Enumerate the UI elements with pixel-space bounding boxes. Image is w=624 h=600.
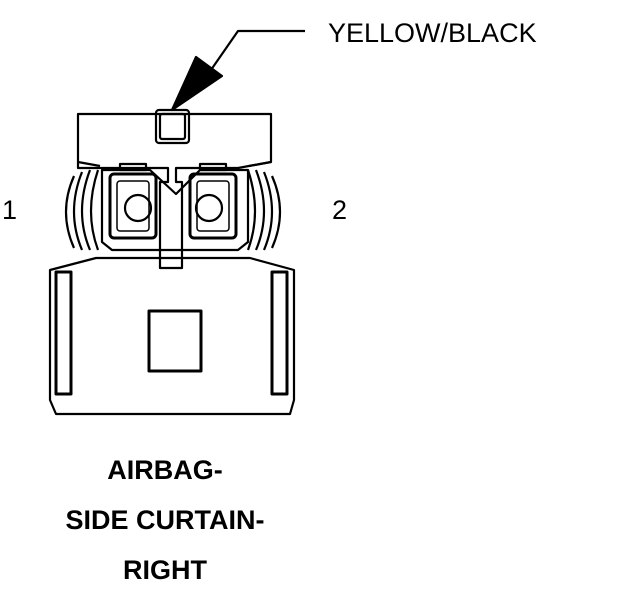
pin-2-terminal: [194, 193, 224, 223]
right-latch-arc-3: [254, 169, 266, 251]
right-latch-arc-4: [246, 169, 257, 251]
connector-upper-housing-rim-right: [248, 160, 272, 168]
connector-lower-housing: [48, 256, 296, 416]
connector-upper-housing-rim: [77, 160, 101, 168]
pin-1-cavity-inner: [116, 180, 150, 232]
right-latch-arc-outer: [270, 175, 282, 249]
connector-upper-housing: [76, 112, 273, 270]
pin-cavity-frame: [100, 168, 250, 252]
callout-arrowhead: [170, 55, 224, 112]
right-latch-arc-2: [262, 171, 274, 251]
locking-tab: [154, 108, 191, 145]
connector-title-line-1: AIRBAG-: [107, 455, 223, 485]
pin-2-top-tab: [198, 162, 228, 172]
connector-title-line-2: SIDE CURTAIN-: [65, 505, 265, 535]
center-window: [147, 309, 203, 373]
pin-1-top-tab: [118, 162, 148, 172]
connector-title-line-3: RIGHT: [123, 555, 207, 585]
wire-color-callout: YELLOW/BLACK: [328, 18, 537, 48]
pin-2-cavity-inner: [196, 180, 230, 232]
left-latch-arc-3: [80, 169, 92, 251]
left-rail: [54, 270, 73, 396]
locking-tab-inner: [158, 112, 187, 141]
callout-leader-line: [203, 29, 305, 81]
pin-2-cavity: [188, 172, 238, 240]
pin-1-cavity: [108, 172, 158, 240]
left-latch-arc-4: [89, 169, 100, 251]
right-rail: [270, 270, 289, 396]
left-latch-arc-2: [72, 171, 84, 251]
pin-1-terminal: [123, 193, 153, 223]
pin-2-label: 2: [332, 195, 348, 225]
pin-1-label: 1: [2, 195, 18, 225]
left-latch-arc-outer: [64, 175, 76, 249]
